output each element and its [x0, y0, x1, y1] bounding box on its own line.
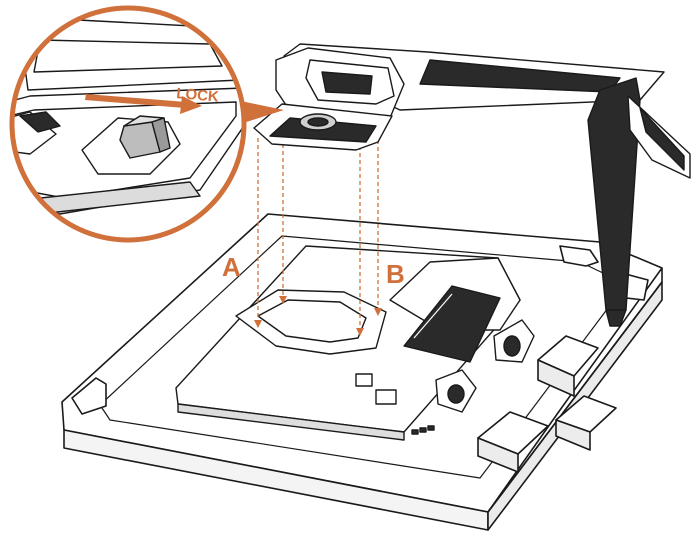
- alignment-arrowheads: [254, 296, 382, 336]
- monitor-stand: [253, 43, 691, 327]
- lock-label: LOCK: [176, 85, 220, 106]
- alignment-guides: [257, 138, 379, 334]
- zoom-pointer: [236, 100, 284, 124]
- zoom-detail: [9, 5, 247, 243]
- point-a-label: A: [222, 252, 241, 282]
- lock-direction-arrow: [85, 94, 202, 114]
- point-b-label: B: [386, 259, 405, 289]
- monitor-back: [175, 245, 535, 441]
